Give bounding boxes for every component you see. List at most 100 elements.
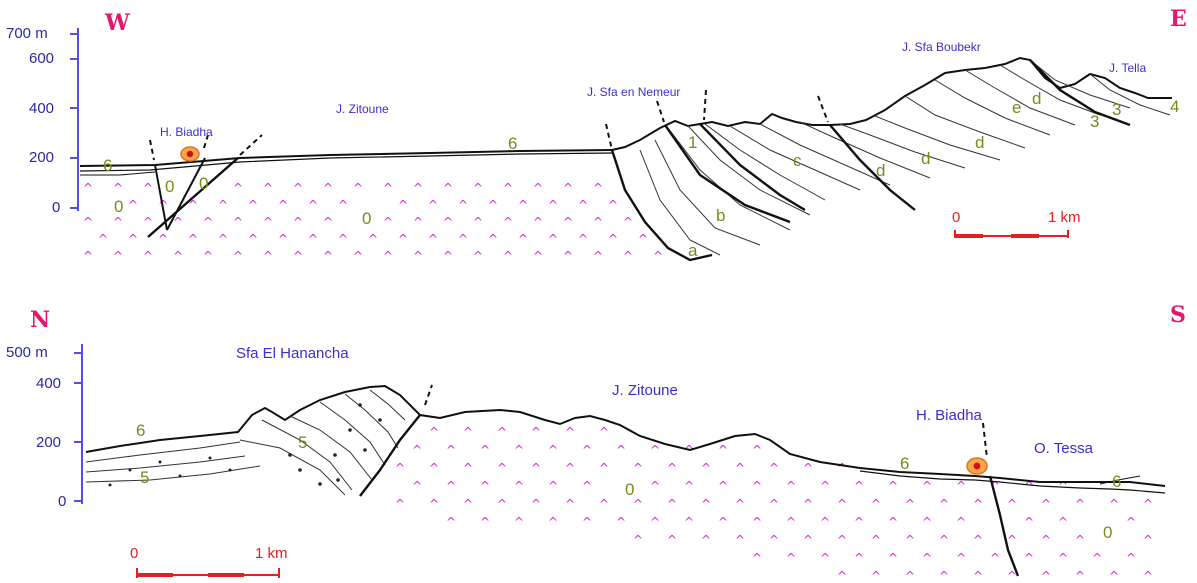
evaporite-symbol: ^ [395, 461, 405, 475]
evaporite-symbol: ^ [263, 215, 273, 229]
evaporite-symbol: ^ [128, 232, 138, 246]
evaporite-symbol: ^ [616, 515, 626, 529]
spring-marker [967, 458, 987, 474]
bedding-hatching [640, 60, 1170, 255]
evaporite-symbol: ^ [233, 249, 243, 263]
axis-tick-label: 200 [29, 149, 54, 166]
evaporite-symbol: ^ [1041, 533, 1051, 547]
evaporite-symbol: ^ [497, 497, 507, 511]
scale-end-label: 1 km [1048, 209, 1081, 226]
evaporite-symbol: ^ [480, 443, 490, 457]
evaporite-symbol: ^ [990, 551, 1000, 565]
evaporite-symbol: ^ [488, 232, 498, 246]
fault-extensions-east [657, 90, 828, 122]
evaporite-symbol: ^ [143, 181, 153, 195]
evaporite-symbol: ^ [718, 515, 728, 529]
evaporite-symbol: ^ [752, 551, 762, 565]
evaporite-symbol: ^ [973, 569, 983, 583]
evaporite-symbol: ^ [650, 479, 660, 493]
evaporite-symbol: ^ [188, 232, 198, 246]
evaporite-symbol: ^ [593, 249, 603, 263]
evaporite-symbol: ^ [735, 533, 745, 547]
evaporite-symbol: ^ [503, 249, 513, 263]
evaporite-symbol: ^ [1024, 515, 1034, 529]
evaporite-symbol: ^ [463, 497, 473, 511]
evaporite-symbol: ^ [563, 249, 573, 263]
evaporite-symbol: ^ [395, 497, 405, 511]
place-label-o-tessa: O. Tessa [1034, 440, 1094, 457]
evaporite-symbol: ^ [565, 461, 575, 475]
evaporite-symbol: ^ [563, 215, 573, 229]
evaporite-symbol: ^ [446, 479, 456, 493]
evaporite-symbol: ^ [599, 425, 609, 439]
evaporite-symbol: ^ [533, 215, 543, 229]
evaporite-symbol: ^ [548, 232, 558, 246]
evaporite-symbol: ^ [518, 232, 528, 246]
evaporite-symbol: ^ [514, 479, 524, 493]
evaporite-symbol: ^ [786, 551, 796, 565]
evaporite-symbol: ^ [956, 515, 966, 529]
evaporite-symbol: ^ [412, 479, 422, 493]
evaporite-symbol: ^ [278, 232, 288, 246]
evaporite-symbol: ^ [533, 249, 543, 263]
evaporite-symbol: ^ [973, 497, 983, 511]
evaporite-symbol: ^ [203, 249, 213, 263]
unit-label: 3 [1112, 100, 1121, 119]
evaporite-symbol: ^ [98, 232, 108, 246]
evaporite-symbol: ^ [593, 215, 603, 229]
bedding-hatching [86, 390, 405, 495]
evaporite-symbol: ^ [939, 533, 949, 547]
evaporite-symbol: ^ [854, 479, 864, 493]
evaporite-symbol: ^ [463, 425, 473, 439]
evaporite-symbol: ^ [293, 181, 303, 195]
evaporite-symbol: ^ [446, 443, 456, 457]
evaporite-symbol: ^ [113, 181, 123, 195]
section-ns: ^ ^ ^ ^ ^ ^ ^ ^ ^ ^ ^ ^ ^ ^ ^ ^ ^ ^ ^ ^ ^ ^ ^ ^ ^ ^ ^ ^ ^ ^ ^ ^ ^ ^ ^ ^ ^ ^ ^ ^… [6, 302, 1186, 583]
evaporite-symbol: ^ [803, 533, 813, 547]
evaporite-symbol: ^ [837, 497, 847, 511]
evaporite-symbol: ^ [1041, 497, 1051, 511]
evaporite-symbol: ^ [786, 515, 796, 529]
evaporite-symbol: ^ [939, 497, 949, 511]
evaporite-symbol: ^ [248, 198, 258, 212]
evaporite-symbol: ^ [1075, 569, 1085, 583]
evaporite-symbol: ^ [1075, 533, 1085, 547]
evaporite-symbol: ^ [956, 479, 966, 493]
evaporite-symbol: ^ [143, 215, 153, 229]
fault-extension-dashed [240, 135, 262, 155]
evaporite-symbol: ^ [854, 515, 864, 529]
evaporite-symbol: ^ [383, 249, 393, 263]
evaporite-symbol: ^ [701, 461, 711, 475]
reverse-faults [665, 60, 1130, 222]
axis-tick-label: 500 m [6, 344, 48, 361]
evaporite-symbol: ^ [939, 569, 949, 583]
evaporite-symbol: ^ [1024, 551, 1034, 565]
unit-label: 0 [165, 177, 174, 196]
evaporite-symbol: ^ [1143, 569, 1153, 583]
evaporite-symbol: ^ [820, 515, 830, 529]
evaporite-symbol: ^ [973, 533, 983, 547]
evaporite-symbol: ^ [263, 181, 273, 195]
evaporite-symbol: ^ [503, 215, 513, 229]
evaporite-symbol: ^ [531, 461, 541, 475]
unit-label: 5 [140, 468, 149, 487]
evaporite-symbol: ^ [497, 461, 507, 475]
evaporite-symbol: ^ [1058, 551, 1068, 565]
evaporite-symbol: ^ [718, 479, 728, 493]
spring-marker [181, 147, 199, 161]
evaporite-symbol: ^ [888, 479, 898, 493]
evaporite-symbol: ^ [83, 181, 93, 195]
evaporite-symbol: ^ [443, 215, 453, 229]
axis-tick-label: 0 [58, 493, 66, 510]
evaporite-symbol: ^ [871, 533, 881, 547]
evaporite-symbol: ^ [922, 479, 932, 493]
axis-tick-label: 600 [29, 50, 54, 67]
axis-tick-label: 200 [36, 434, 61, 451]
cover-base-line [80, 153, 612, 171]
fault-extension-dashed [425, 385, 432, 405]
evaporite-symbol: ^ [888, 515, 898, 529]
evaporite-symbol: ^ [1058, 515, 1068, 529]
unit-label: c [793, 151, 802, 170]
evaporite-symbol: ^ [593, 181, 603, 195]
axis-tick-label: 0 [52, 199, 60, 216]
